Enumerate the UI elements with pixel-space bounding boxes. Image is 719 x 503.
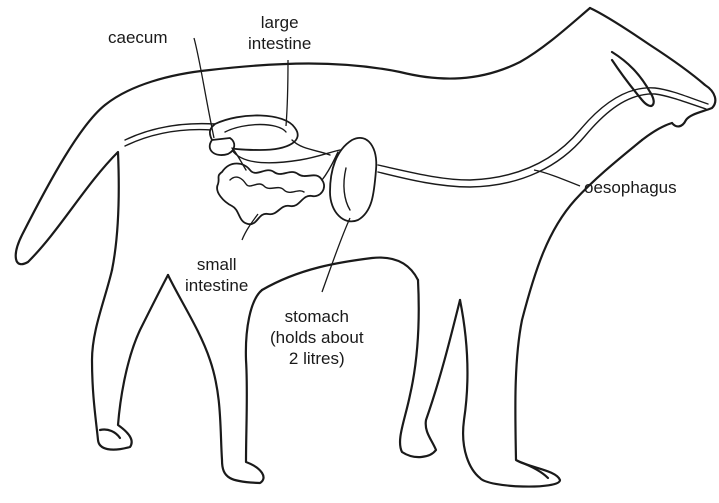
label-stomach: stomach (holds about 2 litres): [270, 306, 364, 369]
dog-belly: [262, 258, 418, 290]
dog-head: [590, 8, 715, 126]
dog-outline: [16, 8, 716, 487]
dog-rear-leg-near: [168, 275, 264, 483]
leader-lines: [194, 38, 580, 292]
label-large-intestine: large intestine: [248, 12, 311, 54]
label-small-intestine: small intestine: [185, 254, 248, 296]
oesophagus-tube: [378, 88, 708, 180]
label-small-intestine-line2: intestine: [185, 275, 248, 296]
label-stomach-line1: stomach: [270, 306, 364, 327]
large-intestine-lower: [232, 150, 340, 163]
digestive-tract: [125, 88, 708, 224]
label-stomach-line3: 2 litres): [270, 348, 364, 369]
label-small-intestine-line1: small: [185, 254, 248, 275]
label-stomach-line2: (holds about: [270, 327, 364, 348]
dog-neck-front: [642, 123, 672, 140]
label-large-intestine-line1: large: [248, 12, 311, 33]
large-intestine-to-small: [292, 140, 330, 155]
dog-front-leg-far: [400, 280, 460, 457]
label-large-intestine-line2: intestine: [248, 33, 311, 54]
dog-rear-leg-far: [92, 270, 168, 450]
label-caecum: caecum: [108, 27, 168, 48]
label-oesophagus: oesophagus: [584, 177, 677, 198]
rectum-tube-inner: [125, 130, 212, 146]
label-oesophagus-text: oesophagus: [584, 177, 677, 198]
small-intestine-organ: [217, 164, 324, 225]
stomach-leader: [322, 218, 350, 292]
oesophagus-leader: [534, 170, 580, 186]
dog-rear-hock: [100, 429, 120, 438]
label-caecum-text: caecum: [108, 27, 168, 48]
caecum-organ: [210, 138, 235, 155]
large-intestine-leader: [286, 60, 288, 126]
oesophagus-tube-inner: [378, 94, 706, 187]
